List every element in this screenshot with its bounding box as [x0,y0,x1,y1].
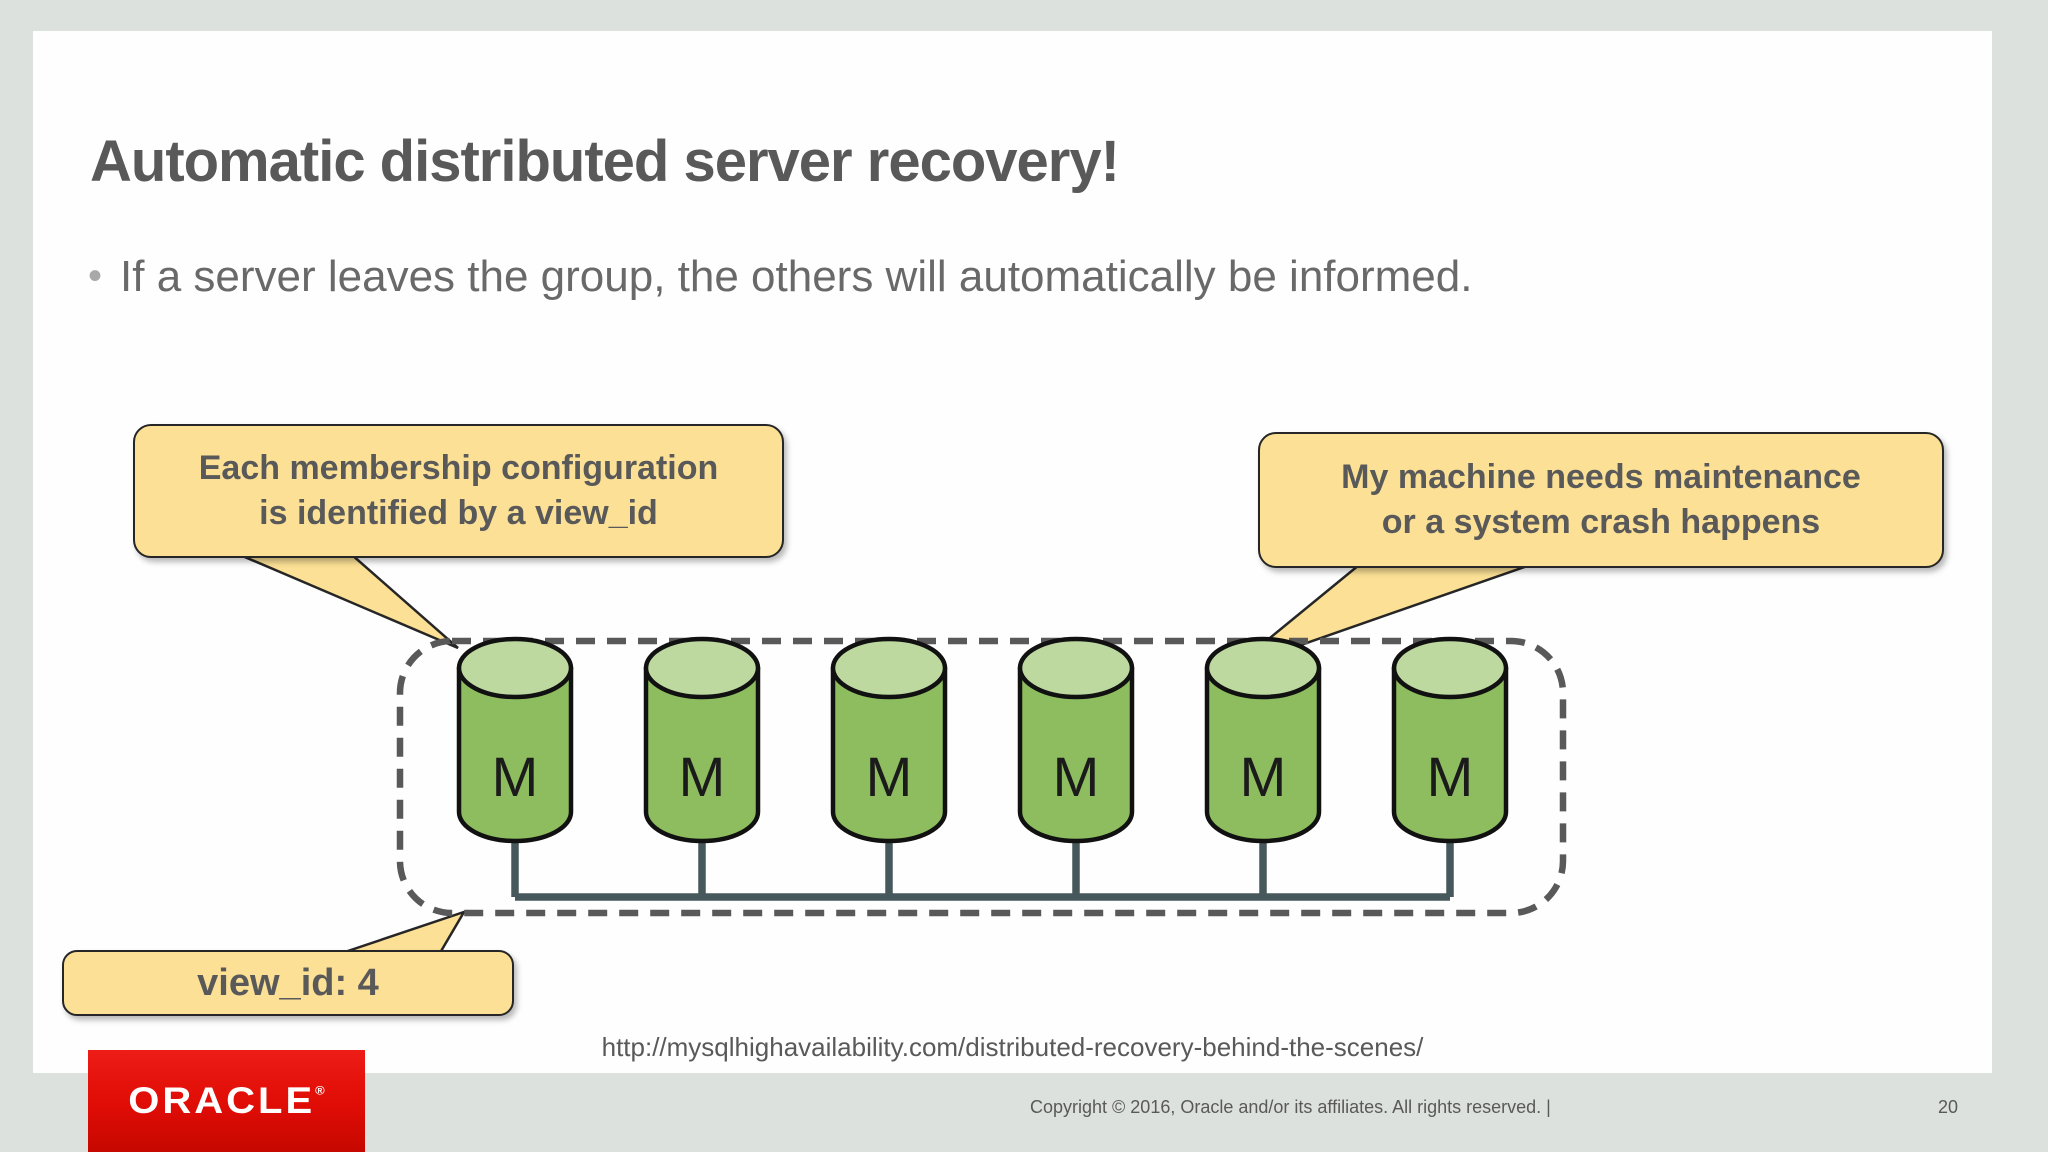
slide-title: Automatic distributed server recovery! [90,129,1120,194]
callout-membership-line2: is identified by a view_id [259,494,658,532]
bullet-line: • If a server leaves the group, the other… [88,252,1908,302]
registered-trademark-symbol: ® [315,1083,325,1097]
callout-membership-line1: Each membership configuration [198,449,719,488]
callout-machine-line1: My machine needs maintenance [1341,458,1861,497]
source-url-text: http://mysqlhighavailability.com/distrib… [601,1032,1424,1062]
page-number: 20 [1938,1097,1959,1117]
callout-machine-line2: or a system crash happens [1381,503,1821,541]
footer-copyright: Copyright © 2016, Oracle and/or its affi… [1030,1097,1551,1117]
callout-membership-config: Each membership configuration is identif… [133,424,784,558]
callout-view-id: view_id: 4 [62,950,514,1016]
callout-view-id-label: view_id: 4 [197,961,379,1004]
bullet-text: If a server leaves the group, the others… [120,252,1473,301]
bullet-dot: • [88,254,103,298]
oracle-logo-wordmark: ORACLE® [128,1080,325,1121]
oracle-logo: ORACLE® [88,1050,365,1152]
callout-machine-maintenance: My machine needs maintenance or a system… [1258,432,1944,568]
